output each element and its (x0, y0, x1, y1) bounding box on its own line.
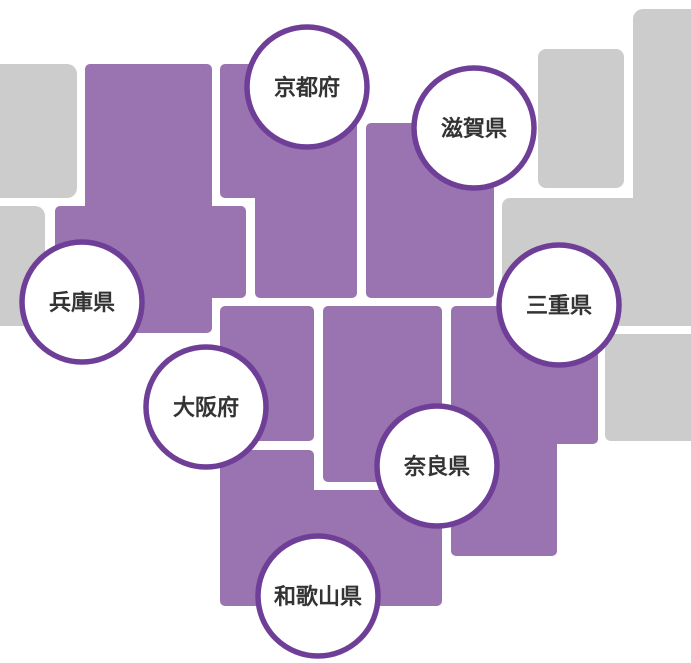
prefecture-label: 滋賀県 (441, 116, 507, 142)
prefecture-label: 大阪府 (173, 395, 239, 421)
badge-nara[interactable]: 奈良県 (374, 403, 500, 529)
badge-mie[interactable]: 三重県 (496, 242, 622, 368)
badge-circle (496, 242, 622, 368)
badge-circle (19, 239, 145, 365)
neighbor-region (605, 334, 691, 441)
badge-shiga[interactable]: 滋賀県 (411, 65, 537, 191)
prefecture-label: 奈良県 (403, 454, 470, 480)
prefecture-label: 三重県 (526, 294, 592, 319)
badge-kyoto[interactable]: 京都府 (244, 24, 370, 150)
badge-circle (374, 403, 500, 529)
badge-circle (143, 344, 269, 470)
prefecture-label: 和歌山県 (274, 584, 362, 610)
badge-circle (255, 533, 381, 659)
prefecture-label: 兵庫県 (49, 290, 115, 316)
neighbor-regions (0, 9, 691, 441)
neighbor-region (0, 64, 77, 198)
badge-circle (244, 24, 370, 150)
prefecture-label: 京都府 (274, 75, 340, 101)
badge-wakayama[interactable]: 和歌山県 (255, 533, 381, 659)
neighbor-region (538, 49, 624, 188)
badge-osaka[interactable]: 大阪府 (143, 344, 269, 470)
badge-circle (411, 65, 537, 191)
badge-hyogo[interactable]: 兵庫県 (19, 239, 145, 365)
